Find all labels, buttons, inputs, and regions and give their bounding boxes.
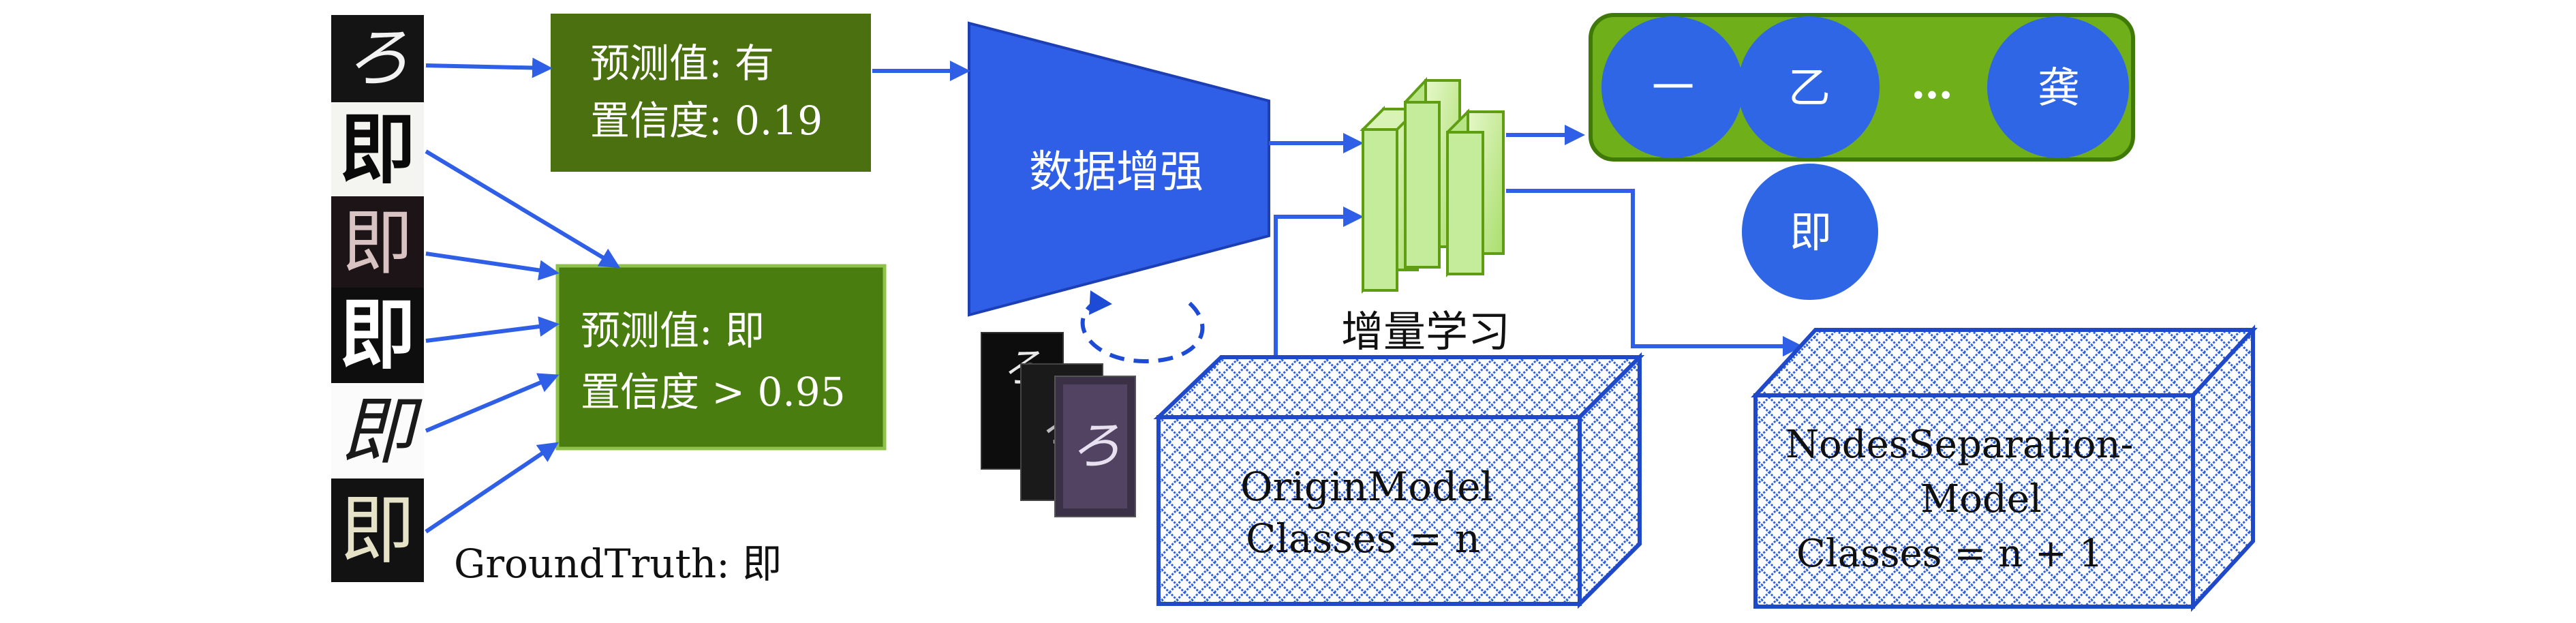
augmentation-loop <box>1080 298 1205 364</box>
sample-image-3 <box>331 196 424 288</box>
augmented-glyph-3: ろ <box>1070 415 1122 476</box>
origin-model-cube <box>1153 352 1645 609</box>
sample-glyph-6: 即 <box>340 487 415 574</box>
class-node-2 <box>1738 16 1880 158</box>
ground-truth-label: GroundTruth: 即 <box>454 541 782 587</box>
class-node-2-label: 乙 <box>1788 63 1831 112</box>
sample-image-6 <box>331 478 424 582</box>
sample-glyph-1: ろ <box>345 20 410 96</box>
origin-model-line1: OriginModel <box>1240 464 1494 510</box>
augmentation-loop-arrowhead <box>1089 290 1112 315</box>
separation-model-cube <box>1751 324 2258 612</box>
prediction-uncertain-line2: 置信度: 0.19 <box>590 97 823 144</box>
prediction-uncertain-line1: 预测值: 有 <box>590 40 774 87</box>
sample-image-1 <box>331 15 424 102</box>
new-class-node <box>1742 164 1878 300</box>
separation-model-line2: Model <box>1920 477 2042 521</box>
prediction-confident-box <box>555 264 887 451</box>
class-node-1-label: 一 <box>1652 63 1695 112</box>
origin-to-layers-connector <box>1274 207 1364 360</box>
class-node-ellipsis: … <box>1911 59 1953 108</box>
class-node-4-label: 龚 <box>2038 63 2081 112</box>
augmentation-block <box>968 21 1270 317</box>
sample-glyph-2: 即 <box>339 105 416 194</box>
incremental-layers <box>1360 76 1505 294</box>
prediction-uncertain-box <box>551 14 871 172</box>
prediction-confident-line2: 置信度 > 0.95 <box>581 369 846 415</box>
sample-arrows <box>425 57 621 534</box>
sample-image-2 <box>331 102 424 196</box>
class-node-1 <box>1601 16 1743 158</box>
sample-images: ろ 即 即 即 即 即 <box>331 15 424 582</box>
sample-glyph-4: 即 <box>339 290 416 380</box>
separation-model-line1: NodesSeparation- <box>1785 423 2134 467</box>
sample-glyph-5: 即 <box>341 389 423 474</box>
augmented-samples: ろ ろ ろ <box>981 332 1136 517</box>
incremental-learning-label: 增量学习 <box>1341 307 1511 356</box>
sample-image-5 <box>331 383 424 478</box>
class-node-4 <box>1987 16 2129 158</box>
prediction-confident-line1: 预测值: 即 <box>581 307 765 354</box>
new-class-node-label: 即 <box>1790 207 1833 257</box>
origin-model-line2: Classes = n <box>1246 515 1480 562</box>
augmented-noise <box>1063 384 1127 508</box>
separation-model-line3: Classes = n + 1 <box>1796 532 2104 576</box>
sample-glyph-3: 即 <box>342 201 413 284</box>
sample-image-4 <box>331 288 424 383</box>
arrow-to-separation-model <box>1506 189 1803 356</box>
augmentation-label: 数据增强 <box>1029 147 1203 198</box>
